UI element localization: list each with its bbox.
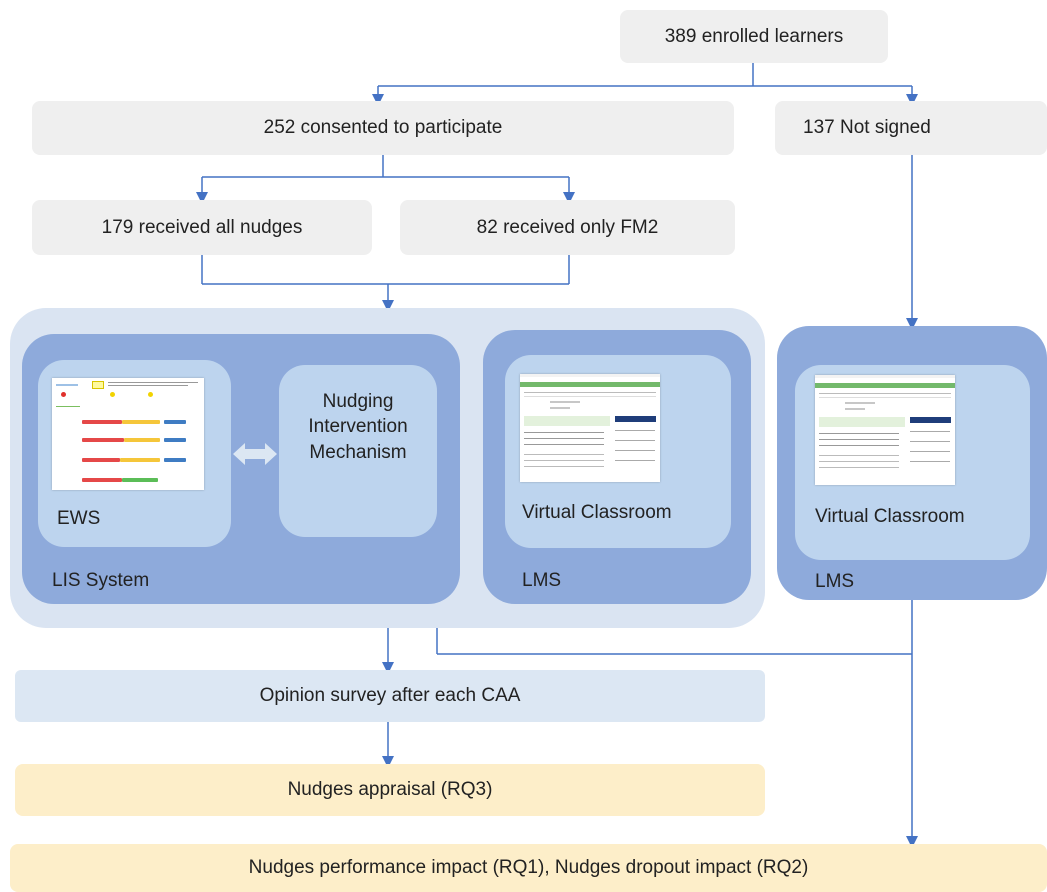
- lis-system-label: LIS System: [52, 570, 150, 591]
- nudges-appraisal-text: Nudges appraisal (RQ3): [287, 779, 493, 800]
- not-signed-text: 137 Not signed: [803, 117, 931, 138]
- opinion-survey-text: Opinion survey after each CAA: [259, 685, 521, 706]
- consented-text: 252 consented to participate: [263, 117, 503, 138]
- only-fm2-box: 82 received only FM2: [400, 200, 735, 255]
- all-nudges-box: 179 received all nudges: [32, 200, 372, 255]
- all-nudges-text: 179 received all nudges: [101, 216, 303, 238]
- ews-screenshot: [52, 378, 204, 490]
- lms-right-label: LMS: [815, 571, 855, 592]
- virtual-classroom-left-screenshot: [520, 374, 660, 482]
- lms-left-label: LMS: [522, 570, 562, 591]
- nudging-mechanism-text: Nudging Intervention Mechanism: [308, 390, 408, 463]
- virtual-classroom-right-label: Virtual Classroom: [815, 506, 965, 527]
- virtual-classroom-right-screenshot: [815, 375, 955, 485]
- only-fm2-text: 82 received only FM2: [476, 216, 659, 238]
- bidirectional-arrow-icon: [233, 443, 277, 465]
- not-signed-box: 137 Not signed: [775, 101, 1047, 155]
- consented-box: 252 consented to participate: [32, 101, 734, 155]
- nudging-mechanism-box: Nudging Intervention Mechanism: [279, 372, 437, 482]
- opinion-survey-box: Opinion survey after each CAA: [15, 670, 765, 722]
- nudges-impact-text: Nudges performance impact (RQ1), Nudges …: [248, 857, 809, 878]
- nudging-mechanism-panel: [279, 365, 437, 537]
- enrolled-learners-box: 389 enrolled learners: [620, 10, 888, 63]
- virtual-classroom-left-label: Virtual Classroom: [522, 502, 672, 523]
- nudges-impact-box: Nudges performance impact (RQ1), Nudges …: [10, 844, 1047, 892]
- nudges-appraisal-box: Nudges appraisal (RQ3): [15, 764, 765, 816]
- enrolled-learners-text: 389 enrolled learners: [664, 25, 844, 47]
- ews-label: EWS: [57, 508, 101, 529]
